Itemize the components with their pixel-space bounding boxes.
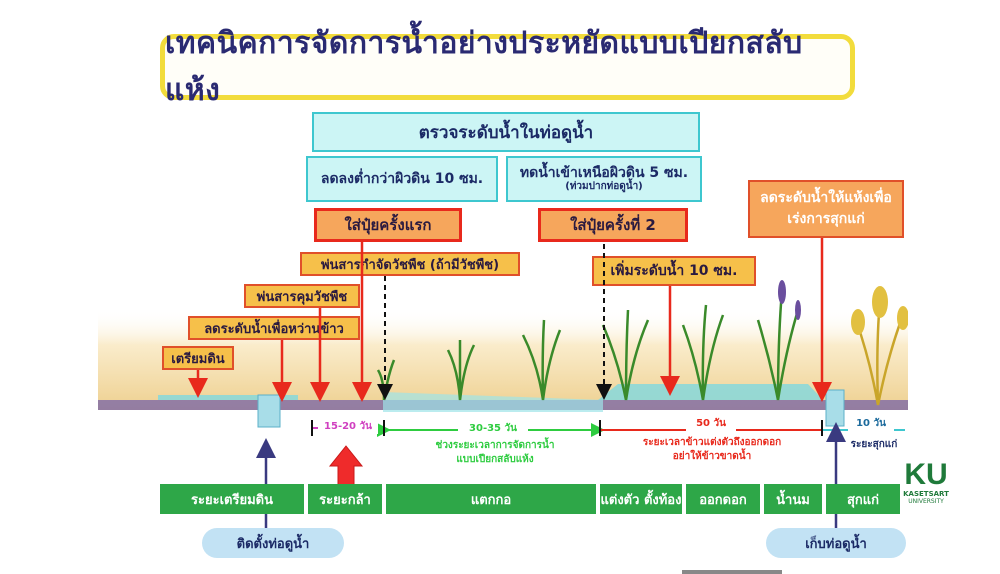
weed-control-text: พ่นสารคุมวัชพืช xyxy=(256,289,348,305)
fertilizer-first-text: ใส่ปุ๋ยครั้งแรก xyxy=(344,216,432,234)
duration-15-20: 15-20 วัน xyxy=(318,419,378,434)
herbicide-text: พ่นสารกำจัดวัชพืช (ถ้ามีวัชพืช) xyxy=(320,257,500,273)
water-layer-flower xyxy=(598,384,823,400)
rice-plant-4 xyxy=(601,309,650,401)
stage-prepare: ระยะเตรียมดิน xyxy=(160,484,304,514)
diagram-title: เทคนิคการจัดการน้ำอย่างประหยัดแบบเปียกสล… xyxy=(160,26,855,108)
stage-seedling: ระยะกล้า xyxy=(308,484,382,514)
dry-down-line2: เร่งการสุกแก่ xyxy=(787,211,865,227)
weed-control-box: พ่นสารคุมวัชพืช xyxy=(244,284,360,308)
lower-water-text: ลดลงต่ำกว่าผิวดิน 10 ซม. xyxy=(320,171,484,187)
lower-sow-box: ลดระดับน้ำเพื่อหว่านข้าว xyxy=(188,316,360,340)
herbicide-box: พ่นสารกำจัดวัชพืช (ถ้ามีวัชพืช) xyxy=(300,252,520,276)
diagram-title-text: เทคนิคการจัดการน้ำอย่างประหยัดแบบเปียกสล… xyxy=(165,26,803,108)
flower-note-line1: ระยะเวลาข้าวแต่งตัวถึงออกดอก xyxy=(642,437,782,448)
prepare-soil-text: เตรียมดิน xyxy=(171,351,225,367)
dry-down-line1: ลดระดับน้ำให้แห้งเพื่อ xyxy=(760,190,892,206)
pipe-install-pill: ติดตั้งท่อดูน้ำ xyxy=(202,528,344,558)
rice-plant-3 xyxy=(521,319,562,401)
ku-logo-mark: KU xyxy=(904,458,948,491)
water-pipe-left xyxy=(257,394,281,428)
rice-grain-3 xyxy=(897,306,908,330)
ku-logo: KU KASETSART UNIVERSITY xyxy=(902,460,950,520)
fertilizer-second-text: ใส่ปุ๋ยครั้งที่ 2 xyxy=(570,216,656,234)
rice-plant-5 xyxy=(681,304,725,401)
fertilizer-first-box: ใส่ปุ๋ยครั้งแรก xyxy=(314,208,462,242)
ku-logo-line1: KASETSART xyxy=(903,490,949,498)
raise-water-box: ทดน้ำเข้าเหนือผิวดิน 5 ซม. (ท่วมปากท่อดู… xyxy=(506,156,702,202)
check-water-box: ตรวจระดับน้ำในท่อดูน้ำ xyxy=(312,112,700,152)
stage-booting: แต่งตัว ตั้งท้อง xyxy=(600,484,682,514)
rice-panicles xyxy=(778,280,801,320)
stage-ripening: สุกแก่ xyxy=(826,484,900,514)
prepare-soil-box: เตรียมดิน xyxy=(162,346,234,370)
lower-water-box: ลดลงต่ำกว่าผิวดิน 10 ซม. xyxy=(306,156,498,202)
stage-flowering: ออกดอก xyxy=(686,484,760,514)
flower-period-note: ระยะเวลาข้าวแต่งตัวถึงออกดอก อย่าให้ข้าว… xyxy=(612,436,812,463)
scroll-indicator xyxy=(682,570,782,574)
water-layer-awd xyxy=(383,392,603,412)
ku-logo-line2: UNIVERSITY xyxy=(908,498,944,506)
field-scene xyxy=(98,280,908,428)
duration-10: 10 วัน xyxy=(848,416,894,431)
lower-sow-text: ลดระดับน้ำเพื่อหว่านข้าว xyxy=(204,321,344,337)
duration-30-35: 30-35 วัน xyxy=(458,421,528,436)
dry-down-box: ลดระดับน้ำให้แห้งเพื่อ เร่งการสุกแก่ xyxy=(748,180,904,238)
rice-grains xyxy=(851,286,908,335)
awd-note-line1: ช่วงระยะเวลาการจัดการน้ำ xyxy=(435,440,555,451)
check-water-text: ตรวจระดับน้ำในท่อดูน้ำ xyxy=(418,122,594,143)
rice-grain-2 xyxy=(851,309,865,335)
stage-milk: น้ำนม xyxy=(764,484,822,514)
rice-panicle-1 xyxy=(778,280,786,304)
stage-tillering: แตกกอ xyxy=(386,484,596,514)
raise-10cm-box: เพิ่มระดับน้ำ 10 ซม. xyxy=(592,256,756,286)
flower-note-line2: อย่าให้ข้าวขาดน้ำ xyxy=(672,450,752,462)
raise-water-subtext: (ท่วมปากท่อดูน้ำ) xyxy=(565,181,643,193)
rice-grain-1 xyxy=(872,286,888,318)
rice-panicle-2 xyxy=(795,300,801,320)
fertilizer-second-box: ใส่ปุ๋ยครั้งที่ 2 xyxy=(538,208,688,242)
duration-50: 50 วัน xyxy=(686,416,736,431)
awd-period-note: ช่วงระยะเวลาการจัดการน้ำ แบบเปียกสลับแห้… xyxy=(410,439,580,466)
rice-plant-2 xyxy=(446,340,476,401)
ripen-period-note: ระยะสุกแก่ xyxy=(850,439,898,450)
raise-water-text: ทดน้ำเข้าเหนือผิวดิน 5 ซม. xyxy=(519,164,689,181)
pipe-collect-text: เก็บท่อดูน้ำ xyxy=(805,536,867,552)
pipe-collect-pill: เก็บท่อดูน้ำ xyxy=(766,528,906,558)
pipe-install-text: ติดตั้งท่อดูน้ำ xyxy=(236,536,310,552)
raise-10cm-text: เพิ่มระดับน้ำ 10 ซม. xyxy=(610,263,738,279)
awd-note-line2: แบบเปียกสลับแห้ง xyxy=(456,453,534,465)
